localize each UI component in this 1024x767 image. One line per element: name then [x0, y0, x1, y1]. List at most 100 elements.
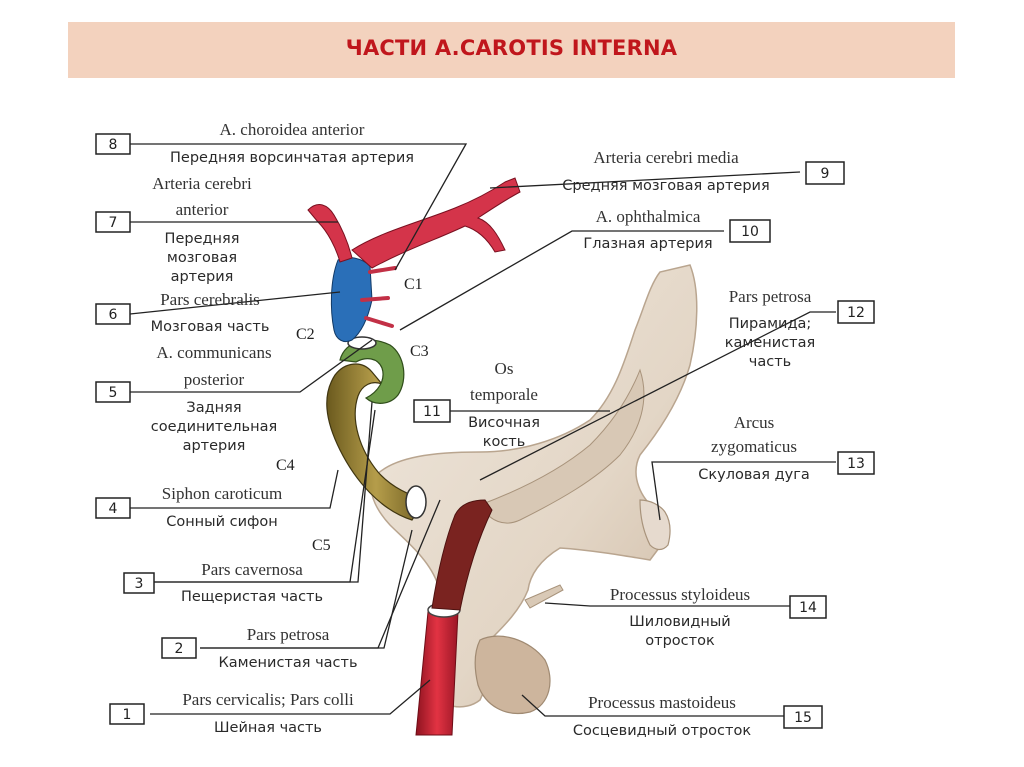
label-11: 11 Os temporale Височная кость [413, 359, 540, 450]
label-2-latin: Pars petrosa [247, 625, 330, 644]
label-11-latin-1: Os [495, 359, 514, 378]
label-9-latin: Arteria cerebri media [593, 148, 739, 167]
number-14: 14 [799, 600, 817, 616]
number-box-7 [95, 211, 131, 233]
segment-c1: C1 [404, 276, 423, 293]
mastoid-process [474, 635, 551, 714]
label-15-latin: Processus mastoideus [588, 693, 736, 712]
label-1-russian: Шейная часть [214, 720, 322, 736]
number-7: 7 [109, 215, 118, 231]
number-box-11 [413, 399, 451, 423]
label-7-russian-2: мозговая [167, 250, 237, 266]
number-5: 5 [109, 385, 118, 401]
number-box-15 [783, 705, 823, 729]
segment-c3: C3 [410, 343, 429, 360]
number-8: 8 [109, 137, 118, 153]
label-5-latin-1: A. communicans [156, 343, 271, 362]
pars-cervicalis [415, 611, 459, 736]
a-choroidea-branch [368, 266, 397, 274]
number-2: 2 [175, 641, 184, 657]
number-box-3 [123, 572, 155, 594]
number-box-2 [161, 637, 197, 659]
number-10: 10 [741, 224, 759, 240]
label-7-russian-1: Передняя [165, 231, 240, 247]
number-12: 12 [847, 305, 865, 321]
label-7-latin-2: anterior [176, 200, 229, 219]
number-3: 3 [135, 576, 144, 592]
label-11-latin-2: temporale [470, 385, 538, 404]
title-bar: ЧАСТИ A.CAROTIS INTERNA [68, 22, 955, 78]
label-2: 2 Pars petrosa Каменистая часть [161, 625, 358, 671]
label-4-russian: Сонный сифон [166, 514, 278, 530]
label-12-russian-3: часть [749, 354, 791, 370]
ring-cavernous [405, 485, 427, 519]
label-11-russian-1: Височная [468, 415, 540, 431]
label-1-latin: Pars cervicalis; Pars colli [182, 690, 354, 709]
number-6: 6 [109, 307, 118, 323]
label-15: 15 Processus mastoideus Сосцевидный отро… [573, 693, 823, 739]
label-8-russian: Передняя ворсинчатая артерия [170, 150, 414, 166]
label-3: 3 Pars cavernosa Пещеристая часть [123, 560, 323, 605]
number-box-14 [789, 595, 827, 619]
number-1: 1 [123, 707, 132, 723]
carotid-loop [339, 339, 405, 404]
label-9: 9 Arteria cerebri media Средняя мозговая… [562, 148, 845, 194]
number-box-10 [729, 219, 771, 243]
a-cerebri-media [351, 177, 521, 269]
a-cerebri-anterior [307, 204, 353, 263]
label-11-russian-2: кость [483, 434, 526, 450]
label-9-russian: Средняя мозговая артерия [562, 178, 769, 194]
zygomatic-arch [639, 499, 671, 551]
siphon-caroticum [326, 363, 426, 521]
number-box-5 [95, 381, 131, 403]
label-5-latin-2: posterior [184, 370, 245, 389]
label-5-russian-1: Задняя [186, 400, 241, 416]
number-box-9 [805, 161, 845, 185]
segment-c4: C4 [276, 457, 295, 474]
label-12: 12 Pars petrosa Пирамида; каменистая час… [725, 287, 875, 370]
label-12-russian-1: Пирамида; [729, 316, 812, 332]
segment-c2: C2 [296, 326, 315, 343]
number-box-1 [109, 703, 145, 725]
label-4: 4 Siphon caroticum Сонный сифон [95, 484, 282, 530]
label-14-russian-1: Шиловидный [629, 614, 730, 630]
number-11: 11 [423, 404, 441, 420]
number-15: 15 [794, 710, 812, 726]
label-10-latin: A. ophthalmica [596, 207, 701, 226]
label-5-russian-3: артерия [183, 438, 246, 454]
label-2-russian: Каменистая часть [219, 655, 358, 671]
label-13-russian: Скуловая дуга [698, 467, 809, 483]
label-6-latin: Pars cerebralis [160, 290, 260, 309]
label-1: 1 Pars cervicalis; Pars colli Шейная час… [109, 690, 354, 736]
label-12-latin: Pars petrosa [729, 287, 812, 306]
label-7: 7 Arteria cerebri anterior Передняя мозг… [95, 174, 252, 285]
label-3-russian: Пещеристая часть [181, 589, 323, 605]
number-box-12 [837, 300, 875, 324]
label-10-russian: Глазная артерия [583, 236, 712, 252]
pars-petrosa [431, 499, 493, 611]
label-7-russian-3: артерия [171, 269, 234, 285]
label-7-latin-1: Arteria cerebri [152, 174, 252, 193]
label-13-latin-2: zygomaticus [711, 437, 797, 456]
petrous-ridge [479, 368, 645, 524]
label-8: 8 A. choroidea anterior Передняя ворсинч… [95, 120, 414, 166]
label-13-latin-1: Arcus [734, 413, 775, 432]
a-communicans-branch [360, 296, 390, 302]
number-box-6 [95, 303, 131, 325]
ring-c3 [347, 336, 377, 350]
label-5: 5 A. communicans posterior Задняя соедин… [95, 343, 277, 454]
a-ophthalmica-branch [364, 316, 394, 328]
label-12-russian-2: каменистая [725, 335, 815, 351]
styloid-process [524, 584, 564, 609]
label-14-russian-2: отросток [645, 633, 715, 649]
pars-cerebralis [330, 257, 373, 343]
label-8-latin: A. choroidea anterior [220, 120, 365, 139]
label-13: 13 Arcus zygomaticus Скуловая дуга [698, 413, 875, 483]
internal-carotis-artery [307, 177, 521, 736]
label-14-latin: Processus styloideus [610, 585, 750, 604]
number-box-4 [95, 497, 131, 519]
label-5-russian-2: соединительная [151, 419, 277, 435]
label-4-latin: Siphon caroticum [162, 484, 282, 503]
segment-c5: C5 [312, 537, 331, 554]
